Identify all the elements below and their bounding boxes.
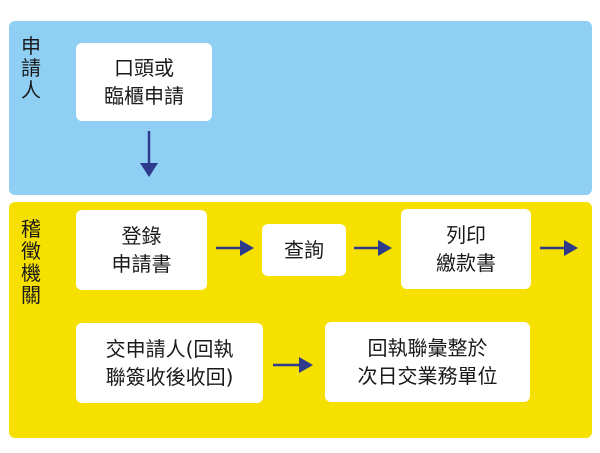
step-apply: 口頭或 臨櫃申請 — [76, 43, 212, 121]
step-query: 查詢 — [262, 224, 346, 276]
step-archive: 回執聯彙整於 次日交業務單位 — [325, 322, 530, 402]
step-query-label: 查詢 — [284, 238, 324, 262]
arrow-right-icon — [540, 240, 578, 256]
step-print-label: 列印 繳款書 — [436, 223, 496, 275]
lane-label-applicant: 申請人 — [21, 34, 41, 102]
arrow-right-icon — [354, 240, 392, 256]
arrow-right-icon — [216, 240, 254, 256]
arrow-down-icon — [140, 131, 158, 177]
arrow-right-icon — [273, 357, 313, 373]
step-print: 列印 繳款書 — [401, 209, 531, 289]
step-apply-label: 口頭或 臨櫃申請 — [104, 56, 184, 108]
step-archive-label: 回執聯彙整於 次日交業務單位 — [357, 336, 498, 388]
lane-label-agency: 稽徵機關 — [21, 217, 41, 307]
step-register: 登錄 申請書 — [76, 210, 207, 290]
step-register-label: 登錄 申請書 — [111, 224, 172, 276]
step-deliver-label: 交申請人(回執 聯簽收後收回) — [105, 337, 234, 389]
step-deliver: 交申請人(回執 聯簽收後收回) — [76, 323, 263, 403]
